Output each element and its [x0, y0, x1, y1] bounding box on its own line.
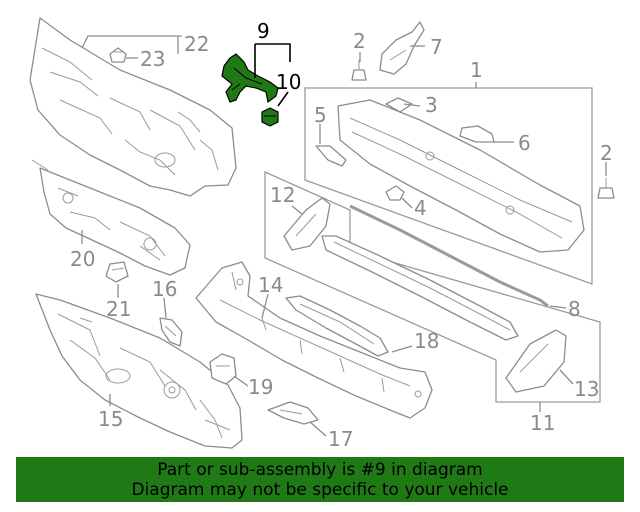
- part-11-leaf-screen: [321, 235, 519, 341]
- callout-10: 10: [276, 70, 301, 94]
- callout-8: 8: [568, 297, 581, 321]
- part-12-bracket: [283, 197, 331, 251]
- callout-11: 11: [530, 411, 555, 435]
- part-7-bracket: [379, 21, 425, 75]
- part-10-highlighted-nut: [261, 107, 279, 127]
- banner-line-2: Diagram may not be specific to your vehi…: [131, 480, 509, 500]
- part-20-silencer: [31, 159, 191, 276]
- part-9-shape: [221, 53, 279, 104]
- part-1-cowl-top: [337, 99, 585, 253]
- part-14-cowl-panel: [195, 261, 433, 419]
- callout-1: 1: [470, 58, 483, 82]
- callout-19: 19: [248, 375, 273, 399]
- part-13-bracket: [505, 329, 567, 393]
- part-17-bracket: [267, 401, 319, 425]
- callout-6: 6: [518, 131, 531, 155]
- callout-2-left: 2: [353, 29, 366, 53]
- part-15-dash-panel: [35, 293, 243, 449]
- banner-line-1: Part or sub-assembly is #9 in diagram: [157, 460, 483, 480]
- callout-17: 17: [328, 427, 353, 451]
- part-4-grommet: [385, 185, 405, 201]
- part-1-bounding-box: [304, 87, 593, 285]
- callout-18: 18: [414, 329, 439, 353]
- part-21-grommet: [105, 261, 129, 283]
- part-3-clip: [385, 97, 413, 113]
- callout-22: 22: [184, 32, 209, 56]
- part-22-dash-insulator: [29, 17, 237, 197]
- callout-9: 9: [257, 19, 270, 43]
- callout-13: 13: [574, 377, 599, 401]
- part-19-bracket: [209, 353, 237, 385]
- part-18-reinforcement: [285, 295, 389, 357]
- callout-3: 3: [425, 93, 438, 117]
- part-11-bounding-box: [264, 170, 601, 403]
- callout-7: 7: [430, 35, 443, 59]
- part-6-pad: [459, 125, 495, 143]
- callout-5: 5: [314, 103, 327, 127]
- callout-4: 4: [414, 196, 427, 220]
- part-23-clip: [109, 47, 127, 63]
- part-16-bracket: [159, 317, 183, 347]
- part-2-bolt-left: [351, 60, 367, 81]
- part-2-bolt-right: [597, 178, 615, 199]
- callout-20: 20: [70, 247, 95, 271]
- callout-16: 16: [152, 277, 177, 301]
- part-8-seal-strip: [349, 204, 549, 308]
- info-banner: Part or sub-assembly is #9 in diagram Di…: [16, 457, 624, 502]
- callout-21: 21: [106, 297, 131, 321]
- callout-15: 15: [98, 407, 123, 431]
- part-5-seal: [315, 145, 347, 167]
- part-9-highlighted-bracket: [221, 53, 279, 104]
- callout-2-right: 2: [600, 141, 613, 165]
- callout-23: 23: [140, 47, 165, 71]
- callout-12: 12: [270, 183, 295, 207]
- callout-14: 14: [258, 273, 283, 297]
